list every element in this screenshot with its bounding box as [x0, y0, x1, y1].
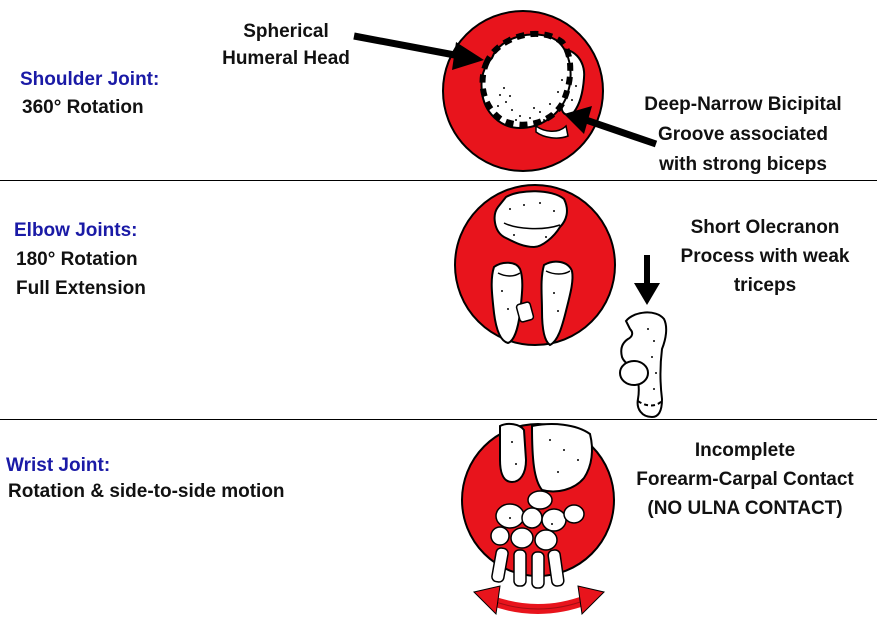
elbow-joint-illustration: [454, 184, 616, 347]
olecranon-label: Short Olecranon Process with weak tricep…: [660, 213, 870, 300]
bicipital-line-3: with strong biceps: [659, 154, 827, 175]
carpal-contact-label: Incomplete Forearm-Carpal Contact (NO UL…: [628, 436, 862, 523]
carpal-line-3: (NO ULNA CONTACT): [647, 498, 843, 519]
olecranon-line-2: Process with weak: [680, 246, 850, 267]
shoulder-line-1: 360° Rotation: [22, 97, 144, 118]
elbow-title: Elbow Joints:: [14, 220, 138, 241]
olecranon-line-1: Short Olecranon: [690, 217, 840, 238]
bicipital-groove-label: Deep-Narrow Bicipital Groove associated …: [628, 90, 858, 180]
wrist-line-1: Rotation & side-to-side motion: [8, 481, 285, 502]
arrow-icon: [353, 32, 484, 70]
elbow-panel: Elbow Joints: 180° Rotation Full Extensi…: [0, 181, 877, 419]
carpal-line-2: Forearm-Carpal Contact: [636, 469, 854, 490]
humeral-head-label: Spherical Humeral Head: [218, 18, 354, 72]
elbow-line-2: Full Extension: [16, 278, 146, 299]
olecranon-line-3: triceps: [733, 275, 797, 296]
wrist-joint-illustration: [461, 422, 615, 616]
shoulder-title: Shoulder Joint:: [20, 69, 160, 90]
wrist-panel: Wrist Joint: Rotation & side-to-side mot…: [0, 420, 877, 625]
arrow-icon: [634, 255, 660, 305]
shoulder-joint-illustration: [442, 10, 604, 172]
arrow-icon: [564, 106, 658, 148]
shoulder-description: 360° Rotation: [22, 93, 144, 122]
double-arrow-icon: [473, 585, 605, 616]
bicipital-line-1: Deep-Narrow Bicipital: [644, 94, 842, 115]
humeral-head-line-1: Spherical: [243, 21, 329, 42]
carpal-line-1: Incomplete: [694, 440, 796, 461]
shoulder-panel: Shoulder Joint: 360° Rotation Spherical …: [0, 0, 877, 180]
divider: [0, 180, 877, 181]
wrist-title: Wrist Joint:: [6, 455, 111, 476]
humeral-head-line-2: Humeral Head: [222, 48, 350, 69]
wrist-description: Rotation & side-to-side motion: [8, 477, 285, 506]
elbow-line-1: 180° Rotation: [16, 249, 138, 270]
bicipital-line-2: Groove associated: [657, 124, 829, 145]
olecranon-illustration: [619, 311, 668, 419]
elbow-description: 180° Rotation Full Extension: [16, 245, 146, 303]
divider: [0, 419, 877, 420]
